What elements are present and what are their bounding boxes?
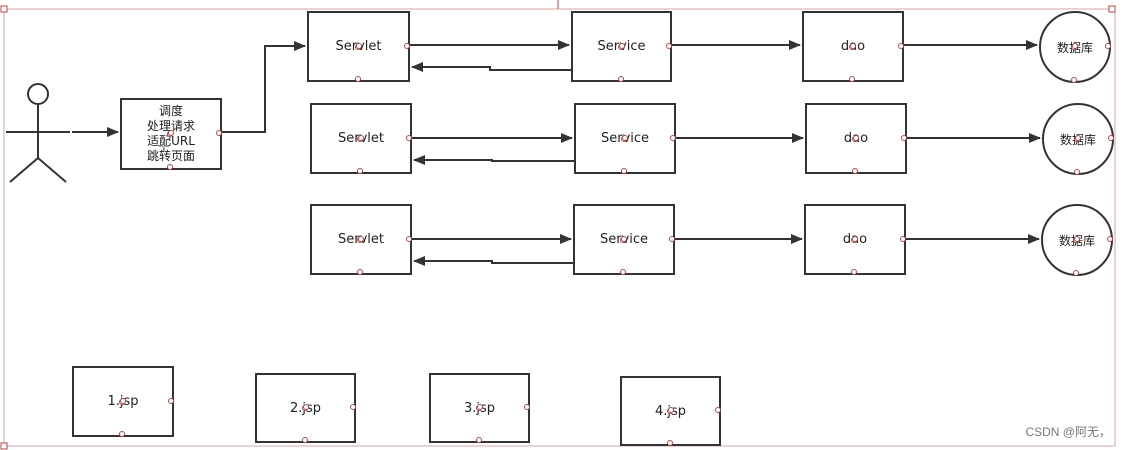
arrow-service-to-servlet-2	[413, 155, 574, 165]
connection-handle[interactable]	[350, 404, 356, 410]
connection-handle[interactable]	[620, 269, 626, 275]
connection-handle[interactable]	[666, 42, 672, 49]
connection-handle[interactable]	[852, 235, 858, 242]
dispatcher-line-1: 调度	[158, 104, 183, 118]
connection-handle[interactable]	[168, 130, 174, 136]
dispatcher-line-2: 处理请求	[146, 119, 195, 133]
connection-handle[interactable]	[1074, 169, 1080, 175]
connection-handle[interactable]	[852, 168, 858, 174]
connection-handle[interactable]	[475, 437, 482, 443]
connection-handle[interactable]	[120, 397, 126, 404]
connection-handle[interactable]	[119, 431, 125, 437]
connection-handle[interactable]	[357, 168, 363, 174]
dispatcher-line-4: 跳转页面	[146, 149, 195, 163]
connection-handle[interactable]	[355, 42, 362, 49]
servlet-box-3[interactable]: Servlet	[310, 204, 412, 275]
connection-handle[interactable]	[666, 440, 673, 446]
connection-handle[interactable]	[853, 134, 859, 141]
jsp-page-2[interactable]: 2.jsp	[255, 373, 356, 443]
connection-handle[interactable]	[670, 134, 676, 141]
database-3[interactable]: 数据库	[1041, 204, 1113, 276]
connection-handle[interactable]	[621, 235, 627, 242]
connection-handle[interactable]	[849, 76, 855, 82]
service-box-3[interactable]: Service	[573, 204, 675, 275]
connection-handle[interactable]	[168, 397, 174, 404]
connection-handle[interactable]	[1108, 135, 1114, 141]
jsp-page-4[interactable]: 4.jsp	[620, 376, 721, 446]
connection-handle[interactable]	[851, 269, 857, 275]
servlet-box-1[interactable]: Servlet	[307, 11, 410, 82]
connection-handle[interactable]	[621, 168, 627, 174]
connection-handle[interactable]	[1073, 270, 1079, 276]
csdn-watermark: CSDN @阿无，	[1025, 425, 1111, 439]
connection-handle[interactable]	[618, 42, 625, 49]
service-box-1[interactable]: Service	[571, 11, 672, 82]
selection-handle-tr	[1108, 5, 1116, 13]
selection-handle-tl	[0, 5, 8, 13]
selection-frame	[3, 8, 1116, 447]
connection-handle[interactable]	[406, 134, 412, 141]
dao-box-2[interactable]: dao	[805, 103, 907, 174]
connection-handle[interactable]	[524, 404, 530, 410]
user-actor-icon	[6, 83, 70, 183]
connection-handle[interactable]	[302, 404, 309, 410]
connection-handle[interactable]	[1074, 236, 1080, 242]
database-2[interactable]: 数据库	[1042, 103, 1114, 175]
selection-handle-bl	[0, 442, 8, 450]
connection-handle[interactable]	[901, 134, 907, 141]
connection-handle[interactable]	[669, 235, 675, 242]
service-box-2[interactable]: Service	[574, 103, 676, 174]
servlet-box-2[interactable]: Servlet	[310, 103, 412, 174]
connection-handle[interactable]	[404, 42, 410, 49]
jsp-page-3[interactable]: 3.jsp	[429, 373, 530, 443]
connection-handle[interactable]	[358, 134, 364, 141]
database-1[interactable]: 数据库	[1039, 11, 1111, 83]
connection-handle[interactable]	[476, 404, 483, 410]
connection-handle[interactable]	[354, 76, 361, 82]
jsp-page-1[interactable]: 1.jsp	[72, 366, 174, 437]
connection-handle[interactable]	[167, 164, 173, 170]
connection-handle[interactable]	[617, 76, 624, 82]
dao-box-3[interactable]: dao	[804, 204, 906, 275]
dispatcher-box[interactable]: 调度 处理请求 适配URL 跳转页面	[120, 98, 222, 170]
dao-box-1[interactable]: dao	[802, 11, 904, 82]
connection-handle[interactable]	[216, 130, 222, 136]
dispatcher-line-3: 适配URL	[147, 134, 195, 148]
connection-handle[interactable]	[900, 235, 906, 242]
connection-handle[interactable]	[667, 407, 674, 413]
connection-handle[interactable]	[357, 269, 363, 275]
connection-handle[interactable]	[1107, 236, 1113, 242]
connection-handle[interactable]	[622, 134, 628, 141]
connection-handle[interactable]	[1075, 135, 1081, 141]
move-cursor-icon: ✛	[158, 139, 170, 155]
connection-handle[interactable]	[1072, 43, 1078, 49]
connection-handle[interactable]	[898, 42, 904, 49]
connection-handle[interactable]	[1105, 43, 1111, 49]
connection-handle[interactable]	[301, 437, 308, 443]
connection-handle[interactable]	[715, 407, 721, 413]
connection-handle[interactable]	[1071, 77, 1077, 83]
connection-handle[interactable]	[850, 42, 856, 49]
arrow-dispatcher-to-servlet	[222, 41, 306, 133]
arrow-service-to-servlet-3	[413, 256, 573, 266]
connection-handle[interactable]	[406, 235, 412, 242]
connection-handle[interactable]	[358, 235, 364, 242]
arrow-service-to-servlet-1	[411, 62, 571, 72]
